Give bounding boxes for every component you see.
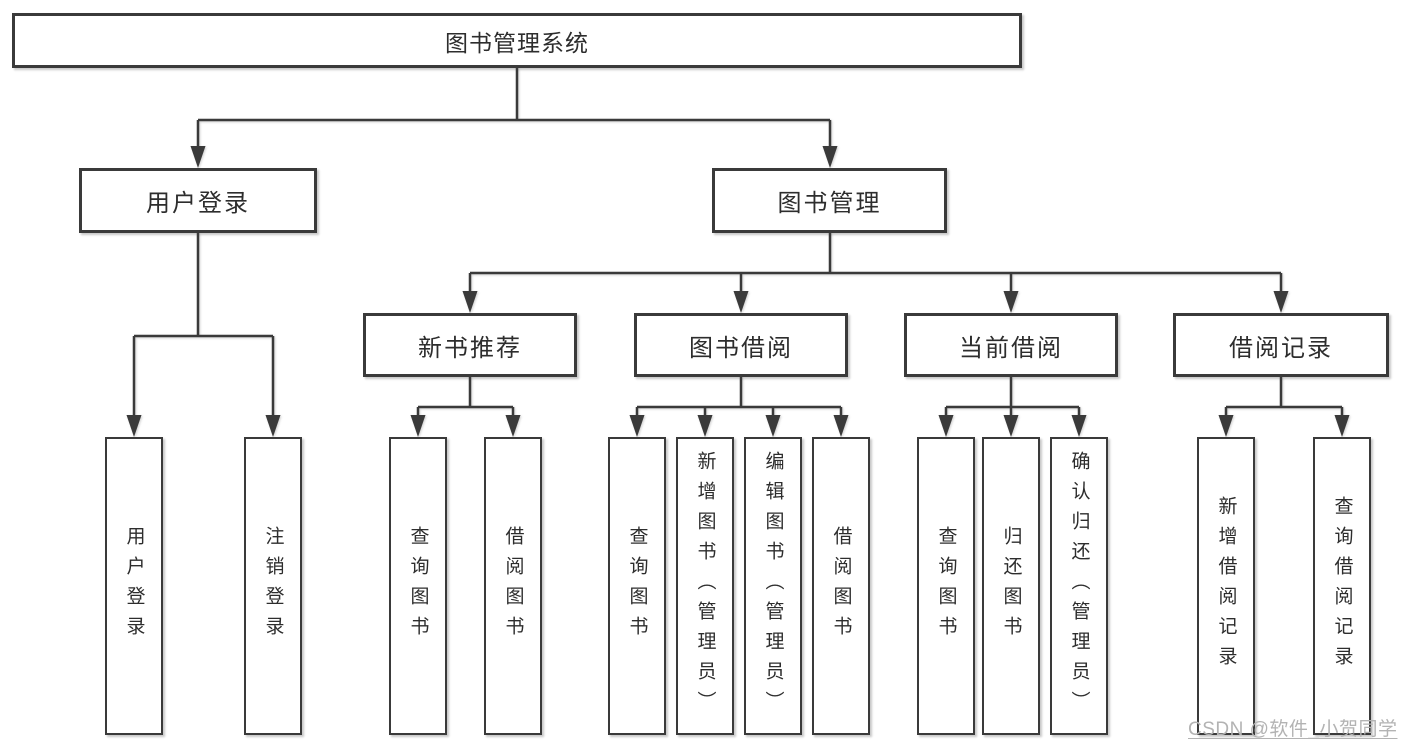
leaf-edit-books-admin: 编辑图书（管理员） (744, 437, 802, 735)
leaf-query-books-borrowing: 查询图书 (608, 437, 666, 735)
node-user-login: 用户登录 (79, 168, 317, 233)
node-label: 用户登录 (146, 190, 250, 217)
node-label: 查询借阅记录 (1331, 496, 1353, 676)
node-current-borrowing: 当前借阅 (904, 313, 1118, 377)
node-new-book-recommend: 新书推荐 (363, 313, 577, 377)
node-label: 图书管理系统 (445, 29, 589, 56)
node-label: 归还图书 (1000, 526, 1022, 646)
node-label: 图书管理 (777, 190, 882, 217)
node-label: 查询图书 (407, 526, 429, 646)
node-label: 用户登录 (123, 526, 145, 646)
node-label: 借阅记录 (1229, 334, 1333, 362)
node-book-management: 图书管理 (712, 168, 947, 233)
leaf-query-borrow-record: 查询借阅记录 (1313, 437, 1371, 735)
leaf-confirm-return-admin: 确认归还（管理员） (1050, 437, 1108, 735)
node-label: 当前借阅 (959, 334, 1063, 362)
leaf-borrow-books-recommend: 借阅图书 (484, 437, 542, 735)
node-label: 查询图书 (626, 526, 648, 646)
watermark: CSDN @软件_小贺同学 (1188, 719, 1398, 740)
node-label: 新书推荐 (418, 334, 522, 362)
arrowheads (126, 146, 1350, 437)
leaf-query-books-recommend: 查询图书 (389, 437, 447, 735)
leaf-add-books-admin: 新增图书（管理员） (676, 437, 734, 735)
node-borrowing-records: 借阅记录 (1173, 313, 1389, 377)
node-label: 借阅图书 (502, 526, 524, 646)
node-label: 图书借阅 (689, 334, 793, 362)
node-label: 新增图书（管理员） (694, 451, 716, 721)
node-library-management-system: 图书管理系统 (12, 13, 1022, 68)
leaf-logout: 注销登录 (244, 437, 302, 735)
leaf-query-books-current: 查询图书 (917, 437, 975, 735)
node-label: 注销登录 (262, 526, 284, 646)
node-label: 新增借阅记录 (1215, 496, 1237, 676)
leaf-return-books: 归还图书 (982, 437, 1040, 735)
node-label: 编辑图书（管理员） (762, 451, 784, 721)
node-label: 查询图书 (935, 526, 957, 646)
leaf-user-login: 用户登录 (105, 437, 163, 735)
leaf-borrow-books: 借阅图书 (812, 437, 870, 735)
leaf-add-borrow-record: 新增借阅记录 (1197, 437, 1255, 735)
node-label: 确认归还（管理员） (1068, 451, 1090, 721)
node-book-borrowing: 图书借阅 (634, 313, 848, 377)
node-label: 借阅图书 (830, 526, 852, 646)
